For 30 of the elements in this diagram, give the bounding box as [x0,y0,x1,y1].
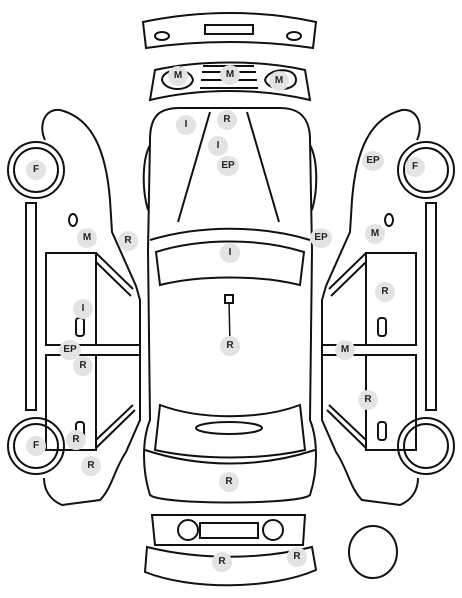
damage-code-label: R [212,552,232,572]
damage-code-label: M [365,224,385,244]
damage-code-label: M [220,65,240,85]
damage-code-label: F [405,157,425,177]
damage-code-label: F [26,436,46,456]
damage-code-label: I [220,243,240,263]
square-marker [224,294,234,304]
damage-code-label: R [73,356,93,376]
damage-code-label: R [358,390,378,410]
damage-code-label: R [66,430,86,450]
damage-code-label: I [176,115,196,135]
damage-code-label: M [168,66,188,86]
damage-code-label: R [219,472,239,492]
damage-code-label: R [287,547,307,567]
damage-code-label: EP [310,228,332,248]
damage-code-label: R [220,336,240,356]
damage-code-label: I [73,299,93,319]
damage-code-label: M [335,340,355,360]
damage-code-label: EP [217,156,239,176]
damage-code-label: R [118,231,138,251]
leader-line [228,304,231,336]
damage-code-label: EP [59,340,81,360]
damage-code-label: EP [362,151,384,171]
damage-code-label: M [269,71,289,91]
damage-code-label: F [26,160,46,180]
damage-code-label: I [208,136,228,156]
damage-code-label: R [217,110,237,130]
damage-code-label: R [375,282,395,302]
damage-code-label: M [77,228,97,248]
damage-code-label: R [81,456,101,476]
